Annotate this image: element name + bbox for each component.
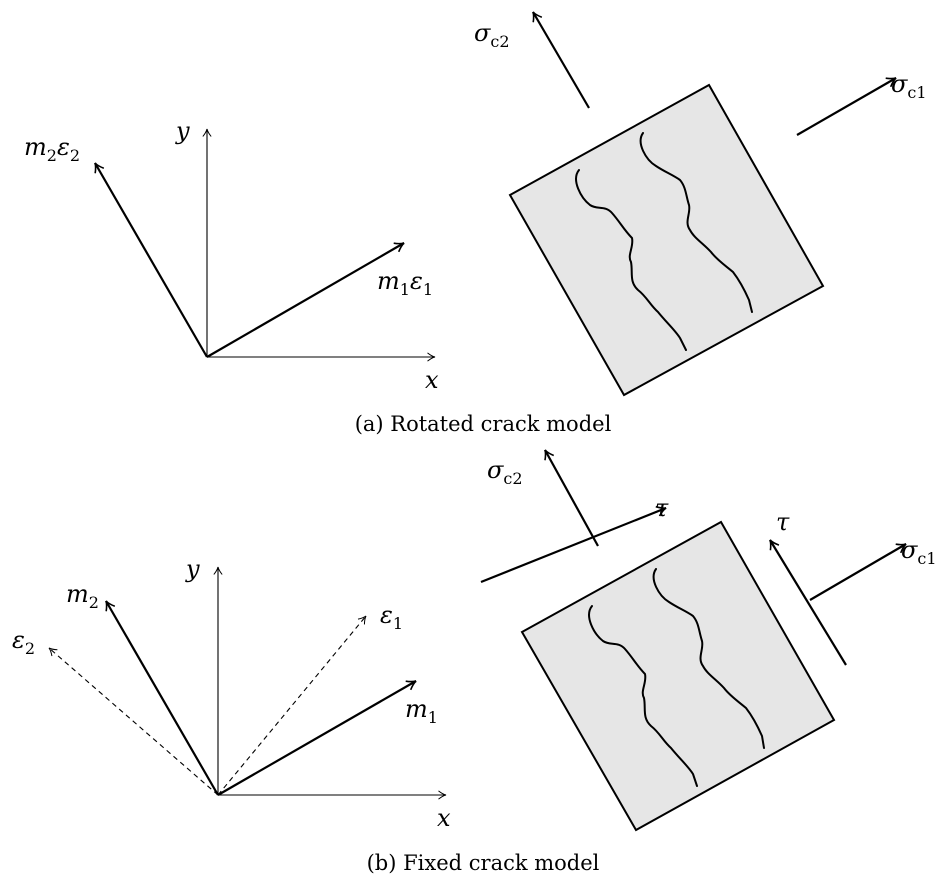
- panel-b-eps1-vector: [217, 615, 367, 796]
- panel-b-fixed-crack: x y m1 m2 ε1 ε2 σc2 σc1 τ τ (b) Fixed cr…: [12, 449, 937, 875]
- panel-a-x-label: x: [425, 366, 439, 394]
- panel-b-eps1-label: ε1: [380, 601, 403, 633]
- panel-a-crack-2: [639, 132, 753, 313]
- panel-b-eps2-vector: [48, 647, 219, 796]
- panel-b-caption: (b) Fixed crack model: [367, 851, 600, 875]
- panel-a-sigma-c2-arrow: [532, 11, 590, 109]
- panel-a-m1-vector: [206, 242, 405, 358]
- panel-a-crack-1: [575, 169, 687, 351]
- panel-a-rotated-crack: x y m1ε1 m2ε2 σc2 σc1 (a) Rotated crack …: [24, 11, 927, 436]
- panel-b-m2-vector: [105, 600, 219, 796]
- panel-a-concrete-element: [508, 83, 825, 397]
- panel-a-sigma-c2-label: σc2: [474, 19, 510, 51]
- panel-b-eps2-label: ε2: [12, 626, 35, 658]
- panel-a-m2-vector: [94, 162, 208, 358]
- panel-b-concrete-element: [520, 520, 836, 832]
- panel-b-sigma-c1-label: σc1: [901, 536, 937, 568]
- panel-b-crack-1: [588, 605, 698, 787]
- panel-b-tau-top-arrow: [480, 505, 667, 584]
- panel-b-sigma-c1-arrow: [809, 543, 907, 601]
- panel-b-y-label: y: [185, 555, 200, 583]
- panel-b-m1-label: m1: [405, 695, 438, 727]
- panel-a-m1-eps1-label: m1ε1: [377, 267, 433, 299]
- panel-b-sigma-c2-label: σc2: [487, 456, 523, 488]
- panel-b-sigma-c2-arrow: [544, 449, 599, 547]
- panel-a-sigma-c1-label: σc1: [891, 70, 927, 102]
- panel-b-tau-right-arrow: [769, 539, 847, 666]
- panel-b-m2-label: m2: [66, 580, 99, 612]
- panel-b-crack-2: [652, 568, 765, 749]
- panel-b-tau-top-label: τ: [655, 494, 669, 522]
- panel-b-tau-right-label: τ: [776, 508, 790, 536]
- panel-a-sigma-c1-arrow: [796, 77, 897, 136]
- panel-b-m1-vector: [217, 680, 417, 796]
- panel-a-y-label: y: [175, 117, 190, 145]
- panel-a-m2-eps2-label: m2ε2: [24, 133, 80, 165]
- panel-b-x-label: x: [437, 804, 451, 832]
- panel-a-caption: (a) Rotated crack model: [355, 412, 612, 436]
